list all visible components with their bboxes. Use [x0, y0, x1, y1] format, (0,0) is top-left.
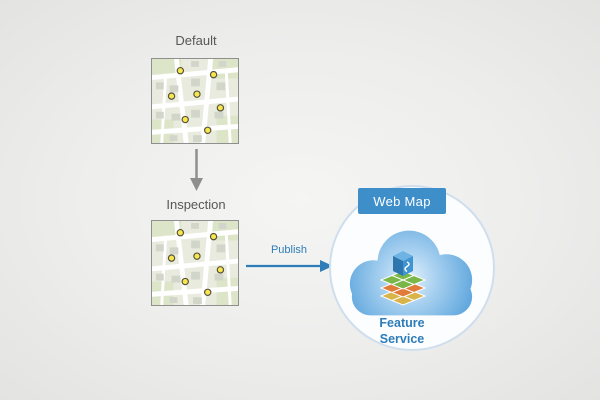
default-map-thumbnail	[151, 58, 239, 144]
arrow-down-icon	[190, 149, 203, 191]
street-map-icon	[152, 221, 238, 305]
feature-service-layers-icon	[379, 251, 427, 306]
inspection-label: Inspection	[166, 197, 226, 212]
street-map-icon	[152, 59, 238, 143]
publish-label: Publish	[270, 244, 308, 256]
inspection-map-thumbnail	[151, 220, 239, 306]
publish-arrow-icon	[246, 260, 333, 272]
web-map-badge: Web Map	[358, 188, 446, 214]
feature-service-label: Feature Service	[379, 316, 425, 346]
default-label: Default	[175, 33, 217, 48]
